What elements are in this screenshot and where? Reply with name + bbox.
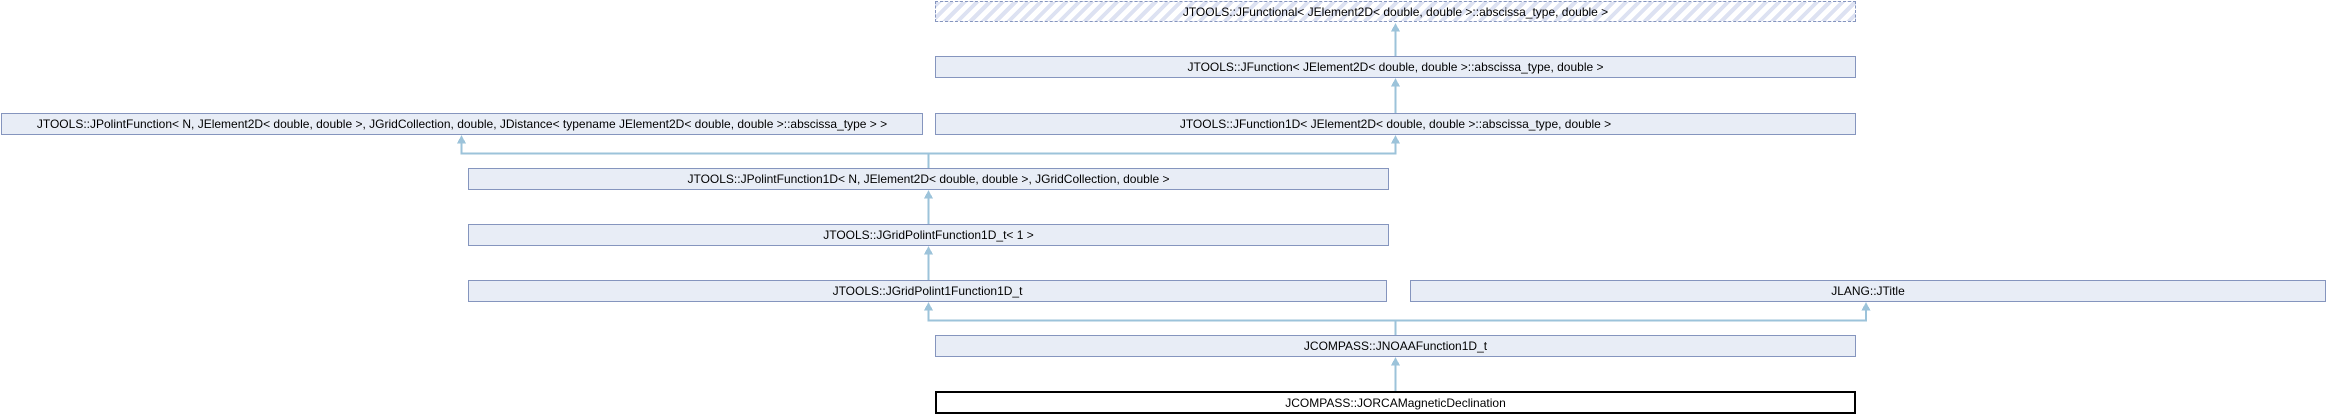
edge-jorcamagneticdeclination-to-jnoaafunction1d-t	[1391, 357, 1400, 391]
class-node-jgridpolint1function1d-t[interactable]: JTOOLS::JGridPolint1Function1D_t	[468, 280, 1387, 302]
class-node-label: JTOOLS::JFunctional< JElement2D< double,…	[1182, 4, 1609, 19]
class-node-jpolintfunction1d[interactable]: JTOOLS::JPolintFunction1D< N, JElement2D…	[468, 168, 1389, 190]
class-node-label: JTOOLS::JFunction< JElement2D< double, d…	[1187, 60, 1604, 74]
class-node-label: JTOOLS::JGridPolint1Function1D_t	[832, 284, 1023, 298]
class-node-jfunction1d[interactable]: JTOOLS::JFunction1D< JElement2D< double,…	[935, 113, 1856, 135]
class-node-jnoaafunction1d-t[interactable]: JCOMPASS::JNOAAFunction1D_t	[935, 335, 1856, 357]
class-node-jpolintfunction[interactable]: JTOOLS::JPolintFunction< N, JElement2D< …	[1, 113, 923, 135]
class-node-label: JTOOLS::JFunction1D< JElement2D< double,…	[1179, 117, 1612, 131]
class-node-label: JTOOLS::JPolintFunction1D< N, JElement2D…	[687, 172, 1170, 186]
edge-jgridpolint1function1d-t-to-jgridpolintfunction1d-t	[924, 246, 933, 280]
class-node-jfunction[interactable]: JTOOLS::JFunction< JElement2D< double, d…	[935, 56, 1856, 78]
edge-jpolintfunction1d-to-parents	[457, 135, 1400, 168]
class-node-label: JTOOLS::JGridPolintFunction1D_t< 1 >	[823, 228, 1034, 242]
class-node-jgridpolintfunction1d-t[interactable]: JTOOLS::JGridPolintFunction1D_t< 1 >	[468, 224, 1389, 246]
class-node-label: JTOOLS::JPolintFunction< N, JElement2D< …	[36, 117, 888, 131]
class-node-jtitle[interactable]: JLANG::JTitle	[1410, 280, 2326, 302]
class-node-label: JLANG::JTitle	[1831, 284, 1905, 298]
class-node-jorcamagneticdeclination-current: JCOMPASS::JORCAMagneticDeclination	[935, 391, 1856, 414]
edge-jnoaafunction1d-t-to-parents	[924, 302, 1871, 335]
class-node-jfunctional: JTOOLS::JFunctional< JElement2D< double,…	[935, 1, 1856, 22]
edge-jgridpolintfunction1d-t-to-jpolintfunction1d	[924, 190, 933, 224]
edge-jfunction1d-to-jfunction	[1391, 78, 1400, 113]
edge-jfunction-to-jfunctional	[1391, 23, 1400, 56]
class-node-label: JCOMPASS::JNOAAFunction1D_t	[1303, 339, 1488, 353]
class-node-label: JCOMPASS::JORCAMagneticDeclination	[1285, 395, 1506, 410]
